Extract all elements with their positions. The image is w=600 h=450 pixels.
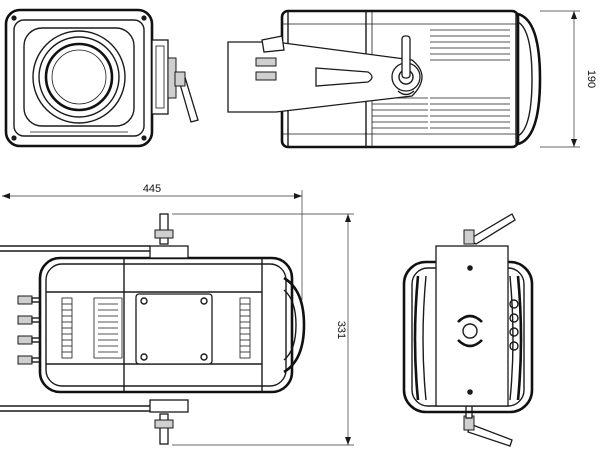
screw-icon (140, 297, 148, 305)
top-body-inner (45, 263, 287, 387)
arrow-icon (294, 193, 302, 199)
width-label: 445 (143, 183, 161, 195)
rear-connectors (17, 295, 41, 365)
rear-band-left (413, 275, 420, 401)
front-view (4, 8, 199, 148)
handle-top-hub (463, 229, 475, 245)
bottom-knob-stem (159, 413, 169, 445)
connector-icon (509, 327, 519, 337)
front-side-bracket (151, 39, 169, 115)
side-view-top: 190 (227, 9, 597, 149)
access-plate (135, 293, 213, 365)
side-lens-dome (517, 12, 542, 146)
top-fins-right (239, 297, 251, 359)
arrow-icon (571, 139, 577, 147)
rear-connector (255, 57, 277, 67)
rear-connector (255, 71, 277, 81)
lens-inner (51, 49, 107, 105)
top-lens-dome-inner (283, 289, 297, 361)
top-fins-left (61, 297, 73, 359)
screw-icon (11, 15, 17, 21)
arrow-icon (2, 193, 10, 199)
handle-bottom-icon (467, 423, 513, 447)
arrow-icon (345, 214, 351, 222)
arrow-icon (345, 437, 351, 445)
connector-icon (17, 355, 33, 365)
lens-ring-outer (32, 30, 126, 124)
connector-icon (17, 295, 33, 305)
rear-view-bottom (402, 213, 534, 447)
yoke-clip (261, 35, 285, 53)
lens-glass (44, 42, 114, 112)
depth-label: 190 (585, 70, 597, 88)
connector-icon (509, 313, 519, 323)
screw-icon (200, 297, 208, 305)
lock-handle-hub (174, 71, 186, 87)
connector-icon (509, 341, 519, 351)
bottom-mount-block (149, 399, 189, 413)
arrow-icon (571, 11, 577, 19)
connector-icon (17, 315, 33, 325)
top-mount-block (149, 245, 189, 259)
rear-band-right (516, 275, 523, 401)
screw-icon (467, 389, 473, 395)
connector-icon (509, 299, 519, 309)
rear-band-left-2 (422, 275, 427, 401)
rotation-arc-top (457, 314, 483, 323)
yoke-slot (315, 67, 373, 87)
rear-yoke-plate (435, 245, 509, 407)
rotation-knob-icon (462, 323, 478, 339)
rotation-arc-bottom (457, 339, 483, 348)
top-lens-dome (283, 276, 306, 374)
lens-ring-mid (38, 36, 120, 118)
top-view-bottom: 445 331 (0, 183, 354, 446)
front-housing-inner (13, 19, 145, 137)
side-lens-dome-inner (517, 21, 533, 137)
front-lens-plate (23, 27, 135, 127)
connector-icon (17, 335, 33, 345)
screw-icon (11, 135, 17, 141)
bottom-knob-icon (154, 419, 174, 429)
front-side-bracket-inner (155, 45, 165, 109)
rear-band-right-2 (509, 275, 514, 401)
screw-icon (141, 135, 147, 141)
screw-icon (200, 353, 208, 361)
handle-top-icon (466, 213, 516, 245)
screw-icon (140, 353, 148, 361)
screw-icon (467, 265, 473, 271)
tilt-lever-icon (401, 35, 411, 79)
height-label: 331 (335, 321, 347, 339)
top-vent-grille (93, 297, 123, 359)
top-knob-stem (159, 213, 169, 245)
screw-icon (141, 15, 147, 21)
tilt-arc (397, 90, 415, 96)
top-knob-icon (154, 229, 174, 239)
